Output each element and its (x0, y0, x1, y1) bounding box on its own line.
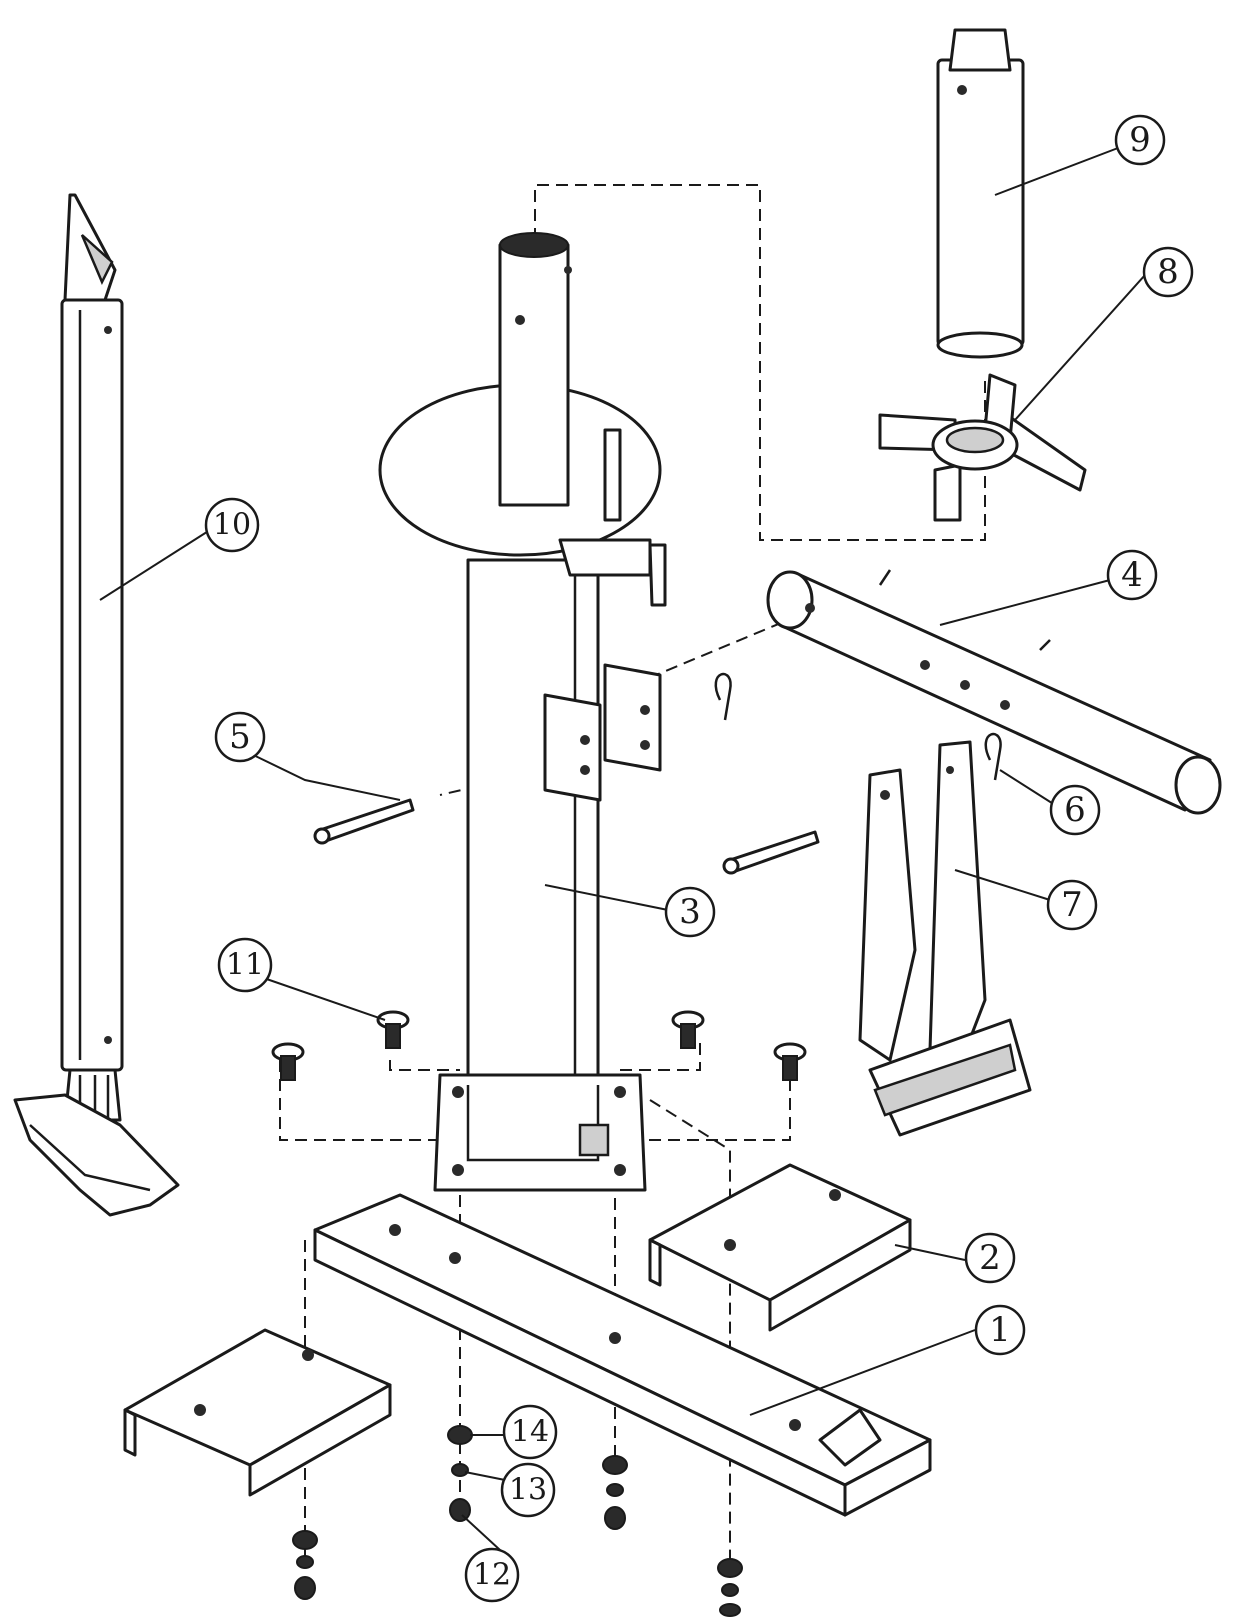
callout-label-7: 7 (1061, 885, 1083, 925)
part-2-foot-channel-rear (123, 1328, 392, 1497)
part-12-13-14-washers-nuts (292, 1425, 743, 1617)
part-10-lever-bar (13, 193, 180, 1217)
callout-label-12: 12 (473, 1558, 511, 1593)
callout-label-2: 2 (979, 1238, 1001, 1278)
callout-label-3: 3 (679, 892, 701, 932)
part-4-horizontal-arm (766, 569, 1222, 815)
callout-2: 2 (964, 1232, 1016, 1284)
callout-5: 5 (214, 711, 266, 763)
callout-6: 6 (1049, 784, 1101, 836)
callout-label-5: 5 (229, 717, 251, 757)
part-7-blade-arm (858, 740, 1032, 1137)
callout-label-10: 10 (213, 508, 251, 543)
part-8-clamp-collar (878, 373, 1087, 522)
callout-10: 10 (204, 497, 260, 553)
callout-label-14: 14 (511, 1415, 549, 1450)
callout-13: 13 (500, 1462, 556, 1518)
callout-3: 3 (664, 886, 716, 938)
callout-label-1: 1 (989, 1310, 1011, 1350)
callout-4: 4 (1106, 549, 1158, 601)
callout-label-8: 8 (1157, 252, 1179, 292)
callout-label-4: 4 (1121, 555, 1143, 595)
part-9-upper-post (936, 28, 1025, 359)
callout-label-11: 11 (226, 948, 264, 983)
part-11-bolts (271, 1010, 807, 1081)
callout-7: 7 (1046, 879, 1098, 931)
part-1-base-beam (313, 1193, 932, 1517)
part-2-foot-channel (648, 1163, 912, 1332)
part-3-main-column (378, 232, 667, 1192)
callout-label-9: 9 (1129, 120, 1151, 160)
callout-label-6: 6 (1064, 790, 1086, 830)
callout-1: 1 (974, 1304, 1026, 1356)
part-5-pin (313, 798, 415, 845)
part-6-pins-clips (714, 672, 1002, 875)
callout-14: 14 (502, 1404, 558, 1460)
callout-label-13: 13 (509, 1473, 547, 1508)
leader-lines (99, 147, 1146, 1551)
callout-9: 9 (1114, 114, 1166, 166)
callout-12: 12 (464, 1547, 520, 1603)
callout-8: 8 (1142, 246, 1194, 298)
callout-11: 11 (217, 937, 273, 993)
